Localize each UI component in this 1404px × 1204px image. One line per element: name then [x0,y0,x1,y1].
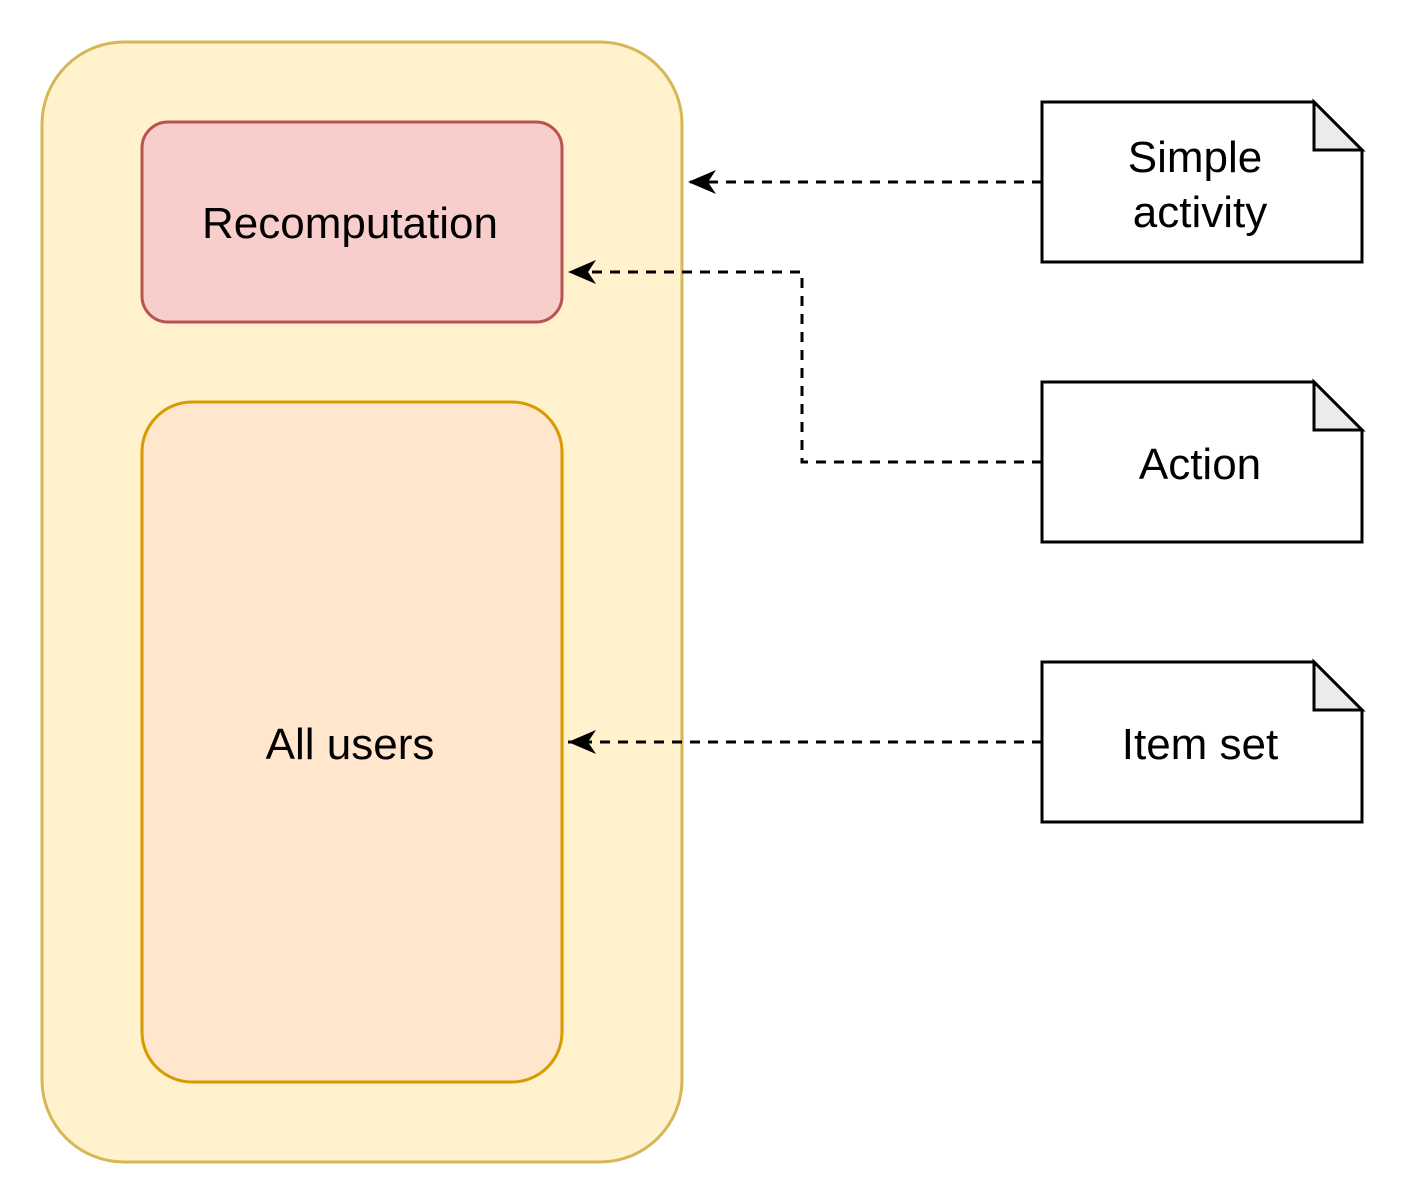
all-users-label: All users [266,720,435,769]
note-action-fold [1312,378,1366,432]
all-users-box[interactable]: All users [140,400,564,1084]
note-simple-activity[interactable]: Simple activity [1040,98,1366,264]
recomputation-label: Recomputation [202,199,498,248]
note-action-label: Action [1139,440,1261,489]
note-item-set[interactable]: Item set [1040,658,1366,824]
note-item-set-shape [1040,660,1364,824]
recomputation-rect [140,120,564,324]
recomputation-box[interactable]: Recomputation [140,120,564,324]
note-item-set-label: Item set [1122,720,1279,769]
note-action[interactable]: Action [1040,378,1366,544]
connector-action-to-recomputation[interactable] [568,260,1042,464]
note-simple-activity-line2: activity [1133,188,1267,237]
note-action-shape [1040,380,1364,544]
note-simple-activity-shape [1040,100,1364,264]
all-users-rect [140,400,564,1084]
note-simple-activity-fold [1312,98,1366,152]
note-simple-activity-line1: Simple [1128,133,1263,182]
note-item-set-fold [1312,658,1366,712]
